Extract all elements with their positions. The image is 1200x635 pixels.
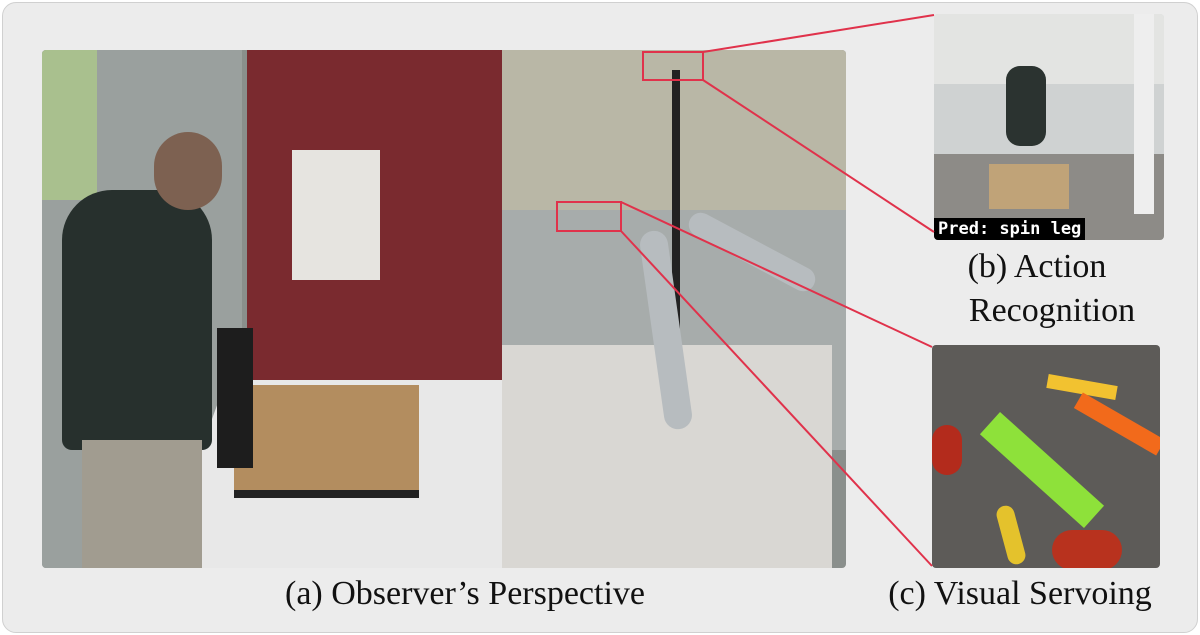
table-leg xyxy=(217,328,253,468)
camera-highlight-box-wrist xyxy=(556,201,622,232)
pillar xyxy=(1134,14,1154,214)
person-torso xyxy=(62,190,212,450)
paper-on-door xyxy=(292,150,380,280)
callout-line xyxy=(702,14,935,53)
caption-c: (c) Visual Servoing xyxy=(888,575,1152,612)
red-cup xyxy=(932,425,962,475)
person-head xyxy=(154,132,222,210)
person xyxy=(1006,66,1046,146)
observer-perspective-photo xyxy=(42,50,846,568)
action-recognition-photo: Pred: spin leg xyxy=(934,14,1164,240)
board xyxy=(989,164,1069,209)
visual-servoing-photo xyxy=(932,345,1160,568)
caption-a: (a) Observer’s Perspective xyxy=(284,575,646,612)
callout-line xyxy=(620,201,933,348)
camera-pole xyxy=(672,70,680,330)
prediction-label: Pred: spin leg xyxy=(934,218,1086,240)
window xyxy=(42,50,97,200)
camera-highlight-box-top xyxy=(642,51,704,81)
callout-line xyxy=(702,79,935,233)
wooden-board xyxy=(234,385,419,498)
wall xyxy=(934,14,1164,84)
red-bowl xyxy=(1052,530,1122,568)
caption-b-line2: Recognition xyxy=(968,292,1136,329)
caption-b-line1: (b) Action xyxy=(967,248,1107,285)
callout-line xyxy=(620,230,933,567)
person-legs xyxy=(82,440,202,568)
